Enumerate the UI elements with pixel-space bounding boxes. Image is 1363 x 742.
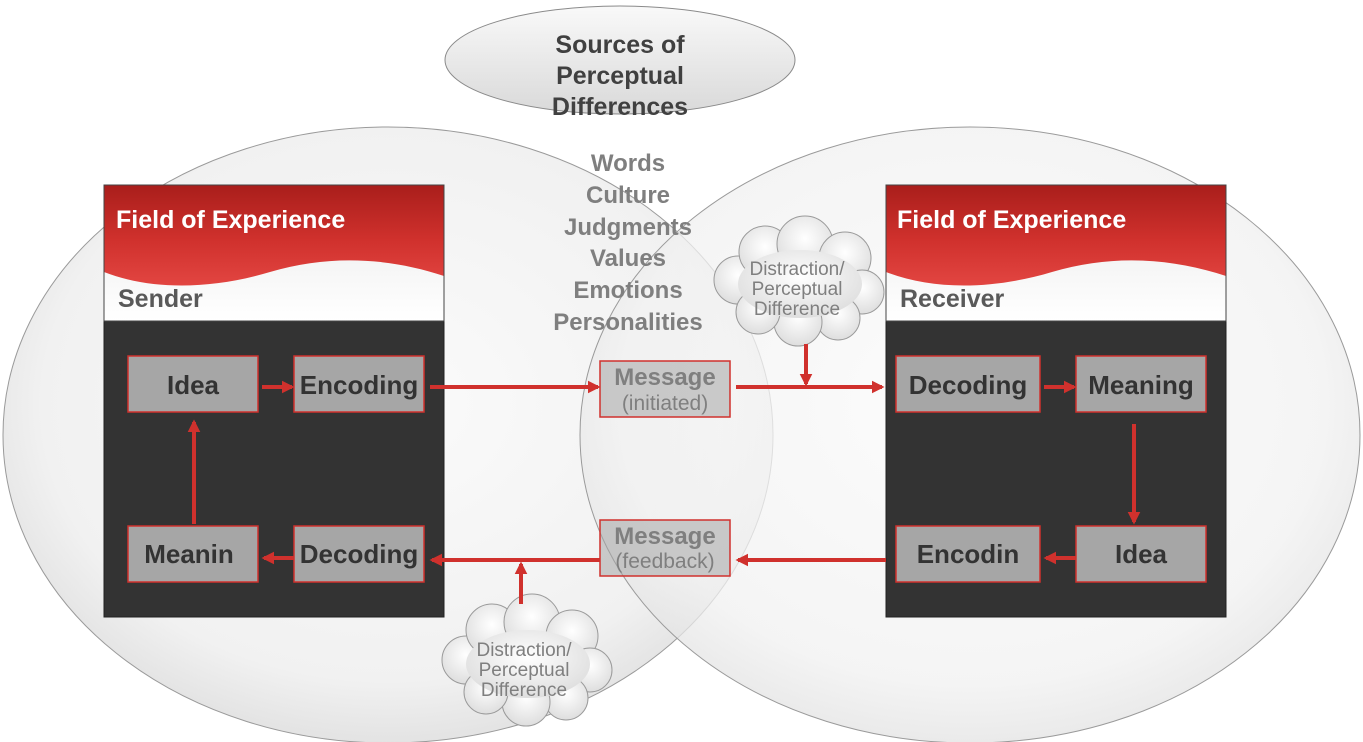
- distraction-cloud-bottom: [441, 593, 613, 727]
- distraction-cloud-top: [713, 215, 885, 347]
- distraction-bottom-line-2: Perceptual: [479, 660, 570, 681]
- source-item-personalities: Personalities: [553, 309, 702, 336]
- message-feedback-box: [599, 519, 731, 577]
- source-item-emotions: Emotions: [573, 277, 682, 304]
- message-feedback-sub: (feedback): [615, 550, 714, 573]
- sender-idea-box: [127, 355, 259, 413]
- receiver-encoding-label: Encodin: [917, 539, 1020, 569]
- sender-meaning-label: Meanin: [144, 539, 234, 569]
- sources-title-line-3: Differences: [552, 93, 688, 121]
- sender-decoding-box: [293, 525, 425, 583]
- message-initiated-sub: (initiated): [622, 392, 708, 415]
- sender-panel: Field of Experience Sender Idea Encoding…: [103, 184, 445, 618]
- source-item-values: Values: [590, 245, 666, 272]
- receiver-meaning-label: Meaning: [1088, 370, 1193, 400]
- receiver-idea-label: Idea: [1115, 539, 1168, 569]
- sender-decoding-label: Decoding: [300, 539, 418, 569]
- sources-title-line-2: Perceptual: [556, 62, 684, 90]
- sources-oval: [444, 5, 796, 115]
- receiver-encoding-box: [895, 525, 1041, 583]
- sender-field-header: Field of Experience: [116, 206, 345, 234]
- source-item-judgments: Judgments: [564, 214, 692, 241]
- sender-role-label: Sender: [118, 285, 203, 313]
- distraction-top-line-2: Perceptual: [752, 279, 843, 300]
- receiver-panel: Field of Experience Receiver Decoding Me…: [885, 184, 1227, 618]
- receiver-role-label: Receiver: [900, 285, 1005, 313]
- source-item-culture: Culture: [586, 182, 670, 209]
- distraction-top-line-3: Difference: [754, 299, 840, 320]
- receiver-decoding-box: [895, 355, 1041, 413]
- source-item-words: Words: [591, 150, 665, 177]
- receiver-idea-box: [1075, 525, 1207, 583]
- distraction-top-line-1: Distraction/: [749, 259, 845, 280]
- sender-idea-label: Idea: [167, 370, 220, 400]
- message-initiated-box: [599, 360, 731, 418]
- sources-title-line-1: Sources of: [555, 31, 685, 59]
- sender-meaning-box: [127, 525, 259, 583]
- receiver-field-header: Field of Experience: [897, 206, 1126, 234]
- distraction-bottom-line-1: Distraction/: [476, 640, 572, 661]
- sender-encoding-label: Encoding: [300, 370, 418, 400]
- distraction-bottom-line-3: Difference: [481, 680, 567, 701]
- receiver-decoding-label: Decoding: [909, 370, 1027, 400]
- message-initiated-title: Message: [614, 364, 715, 391]
- message-feedback-title: Message: [614, 523, 715, 550]
